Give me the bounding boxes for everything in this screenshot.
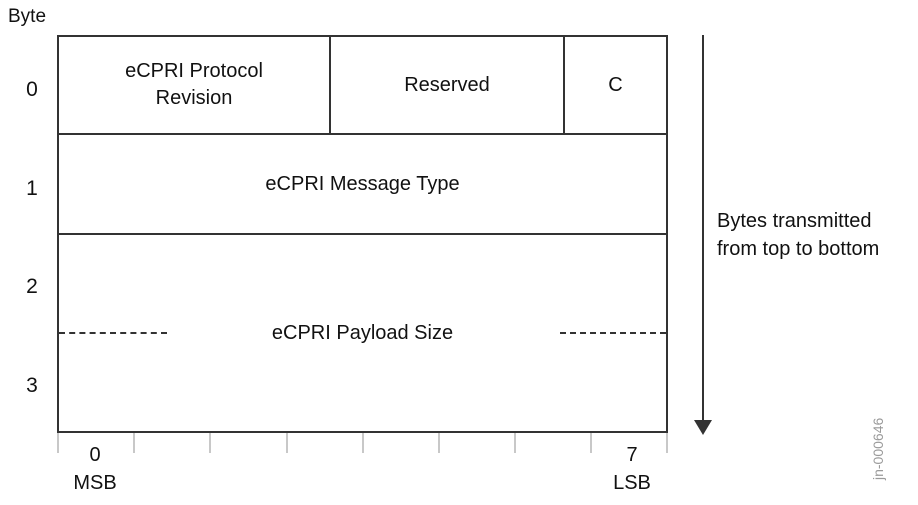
bit-tick [438, 433, 440, 453]
byte-column-header: Byte [8, 6, 47, 27]
reserved-label: Reserved [404, 73, 490, 96]
byte-number-1: 1 [26, 177, 38, 200]
payload-size-label: eCPRI Payload Size [271, 321, 454, 344]
transmission-note: Bytes transmitted from top to bottom [717, 210, 880, 260]
last-bit-number: 7 [626, 444, 638, 466]
protocol-revision-label: eCPRI Protocol Revision [125, 60, 263, 109]
byte-number-2: 2 [26, 275, 38, 298]
c-flag-field: C [565, 37, 666, 133]
figure-id: jn-000646 [870, 417, 886, 480]
byte-number-3: 3 [26, 374, 38, 397]
reserved-field: Reserved [331, 37, 563, 133]
payload-size-field: eCPRI Payload Size [59, 235, 666, 431]
down-arrow-icon [694, 420, 712, 435]
bit-tick [133, 433, 135, 453]
first-bit-number: 0 [89, 444, 101, 466]
transmission-arrow-shaft [702, 35, 704, 423]
lsb-label: LSB [613, 472, 651, 494]
row-divider-2 [57, 233, 668, 235]
message-type-field: eCPRI Message Type [59, 135, 666, 233]
c-flag-label: C [608, 73, 623, 96]
field-divider-reserved-c [563, 35, 565, 135]
protocol-revision-field: eCPRI Protocol Revision [59, 37, 329, 133]
bit-tick [590, 433, 592, 453]
message-type-label: eCPRI Message Type [265, 172, 460, 195]
bit-tick [362, 433, 364, 453]
payload-size-dash-right [560, 332, 666, 334]
bit-tick [286, 433, 288, 453]
bit-tick [666, 433, 668, 453]
msb-label: MSB [73, 472, 117, 494]
row-divider-1 [57, 133, 668, 135]
bit-tick [209, 433, 211, 453]
field-divider-revision-reserved [329, 35, 331, 135]
byte-number-0: 0 [26, 78, 38, 101]
bit-tick [514, 433, 516, 453]
bit-tick [57, 433, 59, 453]
payload-size-dash-left [59, 332, 167, 334]
